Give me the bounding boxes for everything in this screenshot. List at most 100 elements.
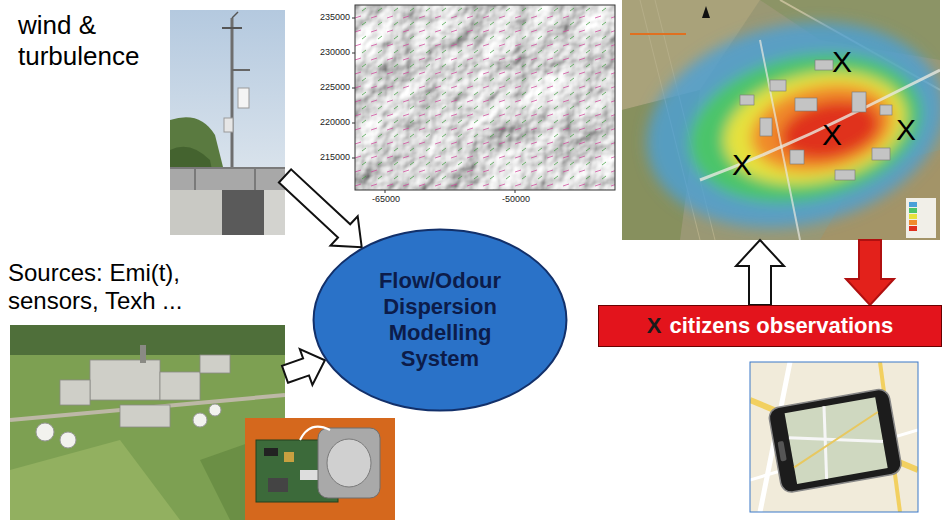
illustration-part bbox=[740, 60, 892, 180]
illustration-part bbox=[880, 105, 892, 115]
illustration-part bbox=[909, 202, 917, 207]
observation-mark: X bbox=[822, 117, 842, 152]
illustration-part bbox=[209, 404, 221, 416]
illustration-part bbox=[160, 372, 200, 400]
illustration-part bbox=[743, 72, 901, 184]
illustration-part bbox=[200, 355, 230, 373]
illustration-part bbox=[352, 123, 355, 124]
illustration-part bbox=[60, 432, 76, 448]
sensor-device-photo bbox=[245, 418, 395, 520]
illustration-part bbox=[36, 423, 54, 441]
box-label: citizens observations bbox=[669, 313, 893, 339]
illustration-part bbox=[872, 148, 890, 160]
input-label: wind & turbulence bbox=[18, 10, 168, 71]
illustration-part bbox=[775, 92, 884, 168]
axis-tick-label: 230000 bbox=[300, 47, 350, 58]
illustration-part bbox=[284, 452, 294, 462]
illustration-part bbox=[140, 345, 146, 363]
illustration-part bbox=[170, 190, 222, 235]
illustration-part bbox=[702, 6, 710, 18]
illustration-part bbox=[740, 95, 754, 105]
axis-tick-label: 220000 bbox=[300, 117, 350, 128]
illustration-part bbox=[10, 325, 285, 355]
axis-tick-label: 235000 bbox=[300, 12, 350, 23]
red-block-arrow bbox=[846, 240, 894, 305]
illustration-part bbox=[194, 168, 196, 190]
illustration-part bbox=[10, 440, 180, 520]
illustration-part bbox=[170, 10, 285, 235]
illustration-part bbox=[760, 40, 800, 240]
phone-frame bbox=[750, 362, 918, 512]
illustration-part bbox=[231, 18, 234, 178]
illustration-part bbox=[232, 12, 238, 18]
model-title: Flow/Odour Dispersion Modelling System bbox=[365, 268, 515, 372]
odour-map-area: X X X X bbox=[622, 0, 940, 240]
illustration-part bbox=[714, 56, 916, 200]
axis-tick-label: 215000 bbox=[300, 152, 350, 163]
illustration-part bbox=[254, 168, 256, 190]
illustration-part bbox=[852, 92, 866, 112]
illustration-part bbox=[630, 33, 686, 35]
illustration-part bbox=[785, 397, 888, 484]
illustration-part bbox=[909, 208, 917, 213]
illustration-part bbox=[222, 190, 264, 235]
illustration-part bbox=[515, 190, 516, 193]
illustration-part bbox=[355, 5, 615, 190]
illustration-part bbox=[385, 190, 386, 193]
illustration-part bbox=[835, 170, 855, 180]
illustration-part bbox=[787, 412, 885, 467]
illustration-part bbox=[909, 226, 917, 231]
observation-mark: X bbox=[896, 112, 916, 147]
illustration-part bbox=[815, 60, 833, 70]
model-ellipse: Flow/Odour Dispersion Modelling System bbox=[312, 228, 568, 412]
illustration-part bbox=[318, 428, 380, 498]
illustration-part bbox=[90, 360, 160, 400]
illustration-part bbox=[60, 380, 90, 405]
illustration-part bbox=[768, 388, 903, 494]
illustration-part bbox=[777, 441, 786, 462]
illustration-part bbox=[627, 0, 940, 240]
illustration-part bbox=[193, 413, 207, 427]
ellipse-shape bbox=[314, 229, 567, 410]
axis-tick-label: 225000 bbox=[300, 82, 350, 93]
illustration-part bbox=[352, 18, 355, 19]
illustration-part bbox=[906, 198, 936, 238]
illustration-part bbox=[60, 355, 230, 427]
illustration-part bbox=[795, 98, 817, 111]
illustration-part bbox=[268, 478, 288, 492]
illustration-part bbox=[768, 388, 903, 494]
illustration-part bbox=[352, 53, 355, 54]
illustration-part bbox=[300, 427, 330, 440]
illustration-part bbox=[909, 220, 917, 225]
observation-mark: X bbox=[732, 147, 752, 182]
illustration-part bbox=[352, 158, 355, 159]
axis-tick-label: -50000 bbox=[496, 194, 536, 205]
wind-sensor-photo: wind & turbulence bbox=[170, 10, 285, 235]
illustration-part bbox=[170, 167, 285, 169]
hollow-block-arrow bbox=[282, 349, 325, 385]
illustration-part bbox=[232, 69, 250, 71]
illustration-part bbox=[790, 150, 804, 164]
illustration-part bbox=[675, 33, 936, 223]
illustration-part bbox=[120, 405, 170, 427]
axis-tick-label: -65000 bbox=[366, 194, 406, 205]
illustration-part bbox=[750, 362, 918, 512]
mast-photo bbox=[170, 10, 285, 235]
illustration-part bbox=[36, 404, 221, 448]
illustration-part bbox=[355, 5, 615, 190]
input-label: Sources: Emi(t), sensors, Texh ... bbox=[8, 259, 253, 316]
illustration-part bbox=[327, 439, 371, 487]
illustration-part bbox=[10, 325, 285, 520]
illustration-part bbox=[909, 214, 917, 219]
observation-box: Xcitizens observations bbox=[598, 305, 942, 347]
hollow-block-arrow bbox=[736, 240, 784, 305]
illustration-part bbox=[355, 5, 615, 190]
terrain-wind-plot bbox=[352, 5, 615, 193]
illustration-part bbox=[245, 418, 395, 520]
observation-mark: X bbox=[832, 44, 852, 79]
illustration-part bbox=[222, 27, 242, 29]
illustration-part bbox=[352, 88, 355, 89]
sources-photo: Sources: Emi(t), sensors, Texh ... bbox=[10, 325, 285, 520]
